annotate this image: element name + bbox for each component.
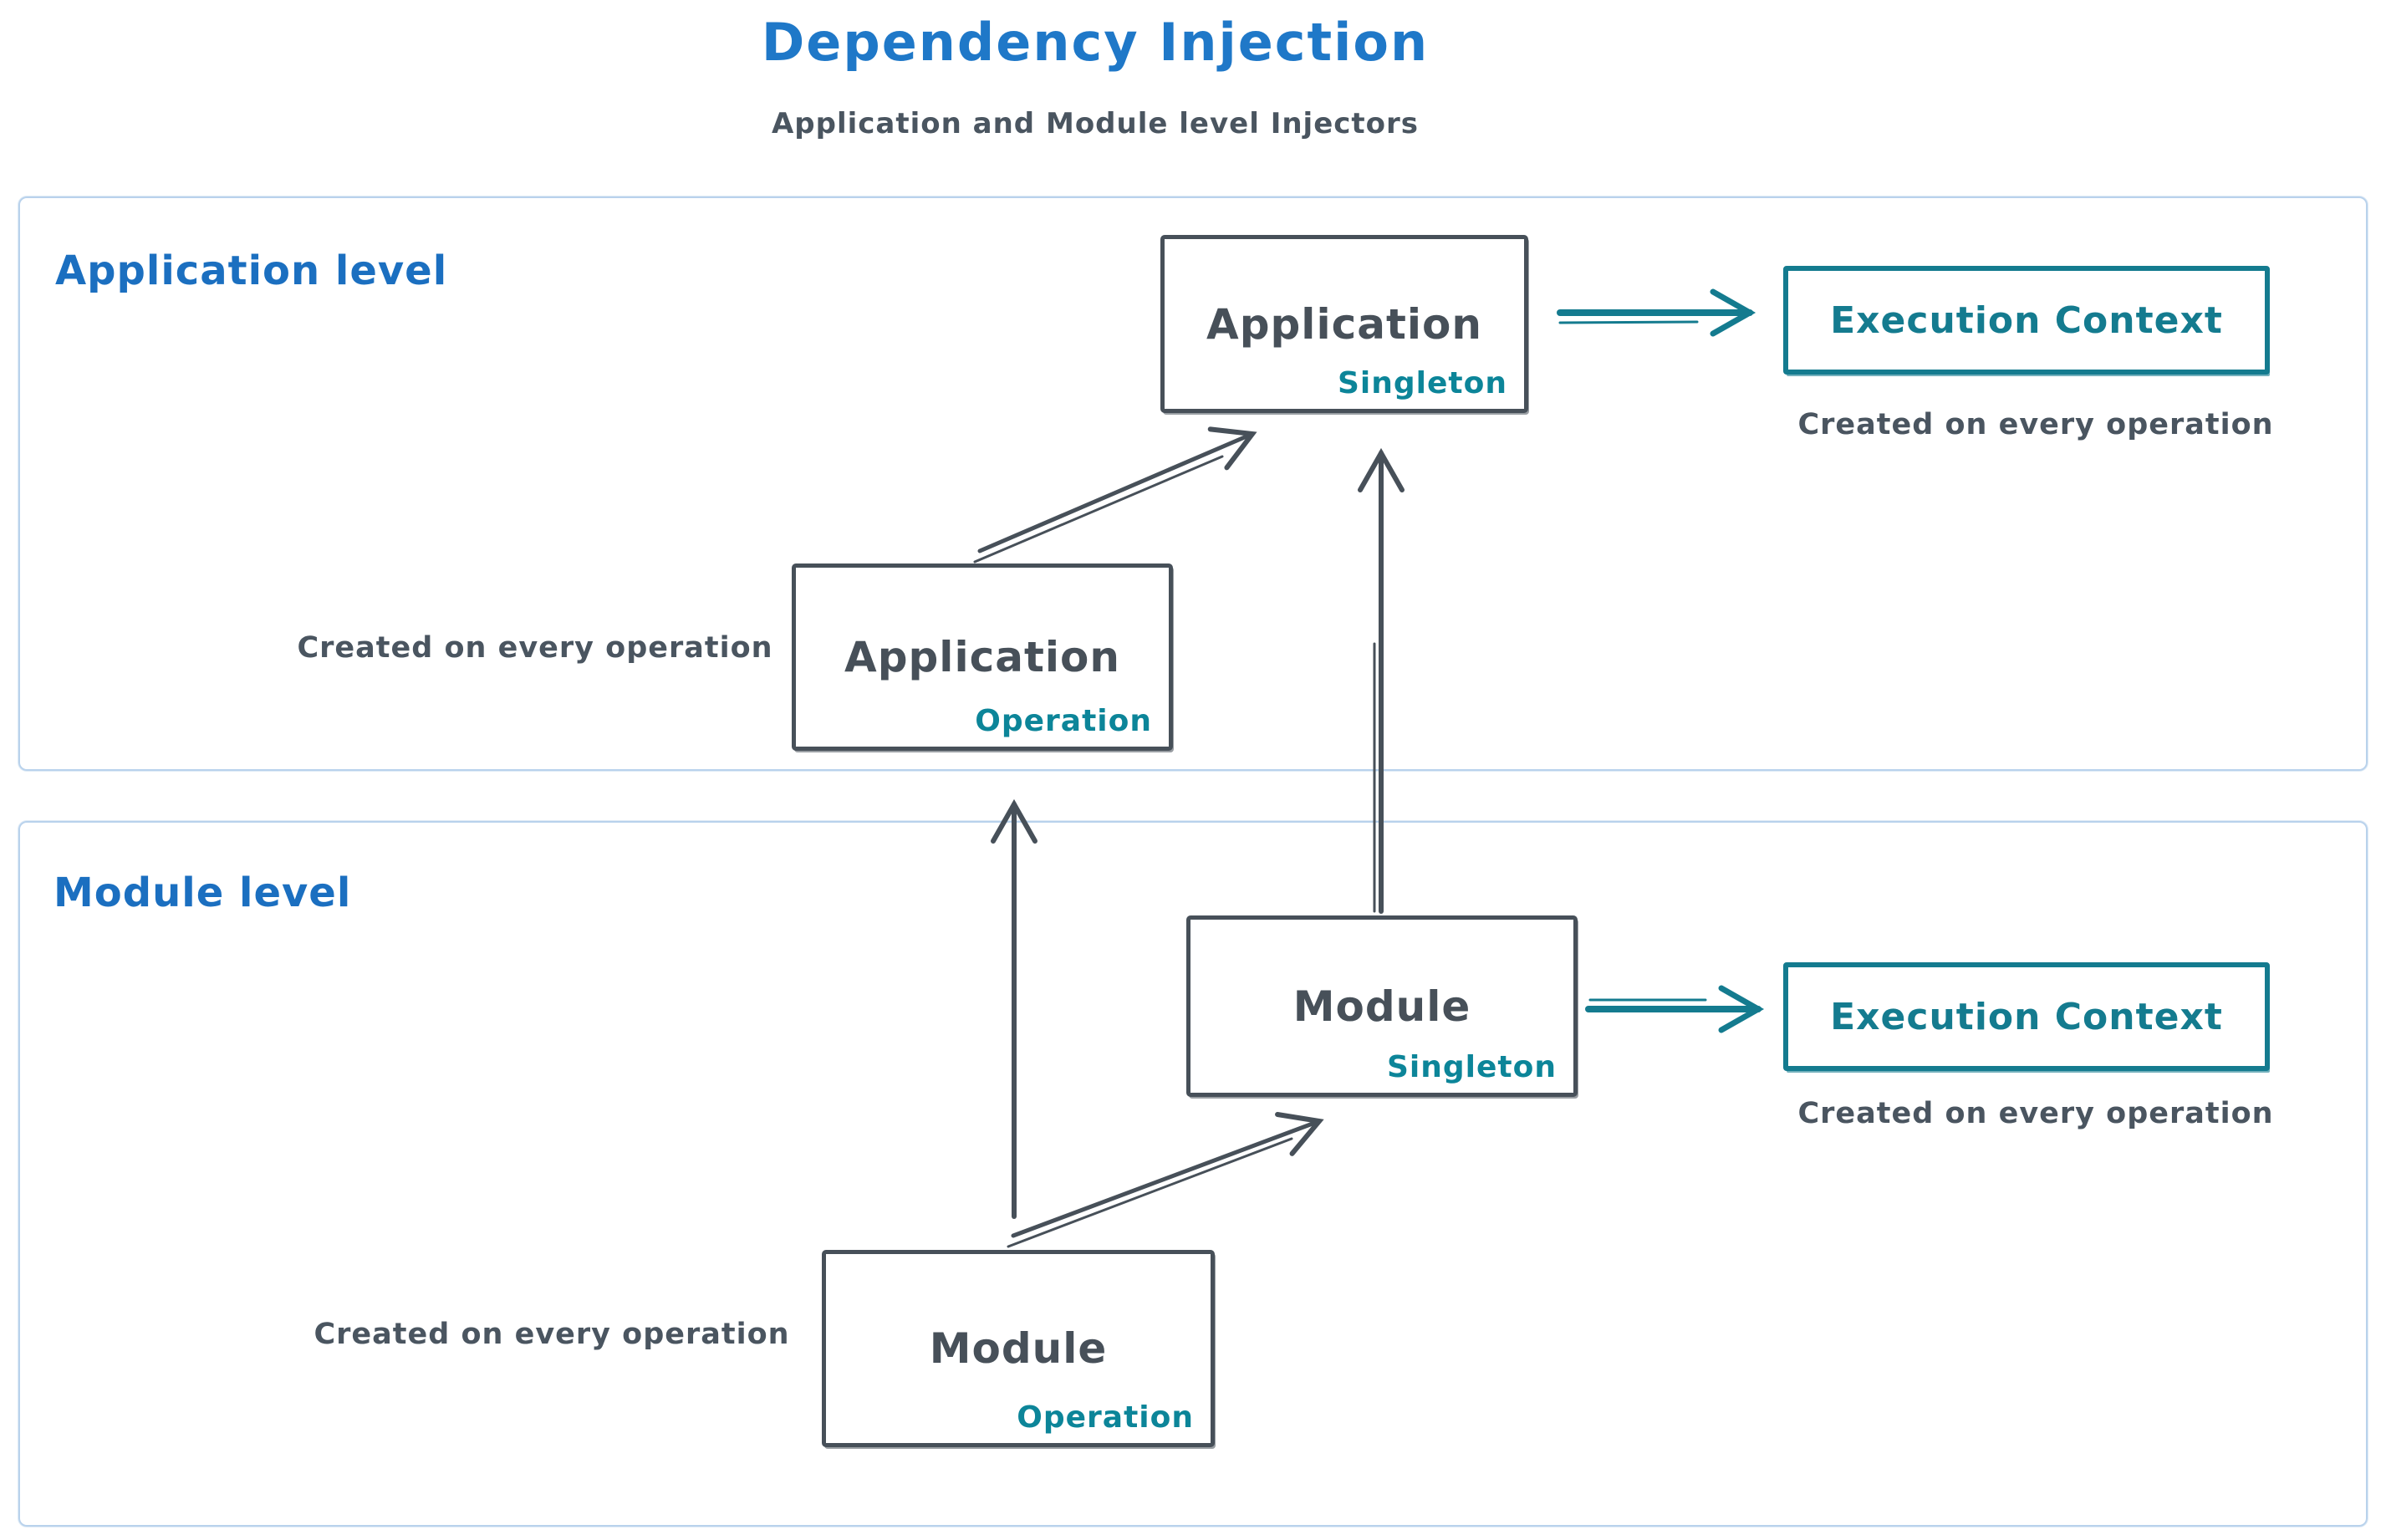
module-operation-box: Module Operation: [822, 1250, 1215, 1447]
page-title: Dependency Injection: [761, 12, 1430, 73]
application-execution-context-label: Execution Context: [1830, 298, 2223, 342]
module-execution-caption: Created on every operation: [1797, 1097, 2274, 1130]
application-singleton-badge: Singleton: [1338, 366, 1507, 400]
application-execution-context-box: Execution Context: [1783, 266, 2270, 375]
page-subtitle: Application and Module level Injectors: [771, 107, 1420, 140]
application-operation-box: Application Operation: [792, 563, 1173, 751]
application-singleton-box: Application Singleton: [1160, 235, 1528, 413]
application-operation-caption: Created on every operation: [297, 631, 773, 665]
application-execution-caption: Created on every operation: [1797, 408, 2274, 441]
application-level-section: [18, 196, 2368, 771]
module-execution-context-box: Execution Context: [1783, 962, 2270, 1071]
module-singleton-title: Module: [1292, 982, 1471, 1031]
application-level-label: Application level: [55, 247, 448, 294]
module-level-section: [18, 821, 2368, 1527]
module-execution-context-label: Execution Context: [1830, 995, 2223, 1038]
application-operation-badge: Operation: [975, 704, 1152, 738]
application-singleton-title: Application: [1206, 299, 1482, 349]
module-operation-caption: Created on every operation: [314, 1318, 790, 1351]
module-operation-title: Module: [929, 1324, 1108, 1373]
application-operation-title: Application: [844, 633, 1120, 681]
module-singleton-box: Module Singleton: [1186, 915, 1578, 1097]
module-singleton-badge: Singleton: [1387, 1050, 1557, 1084]
module-level-label: Module level: [54, 869, 352, 916]
module-operation-badge: Operation: [1017, 1400, 1194, 1435]
